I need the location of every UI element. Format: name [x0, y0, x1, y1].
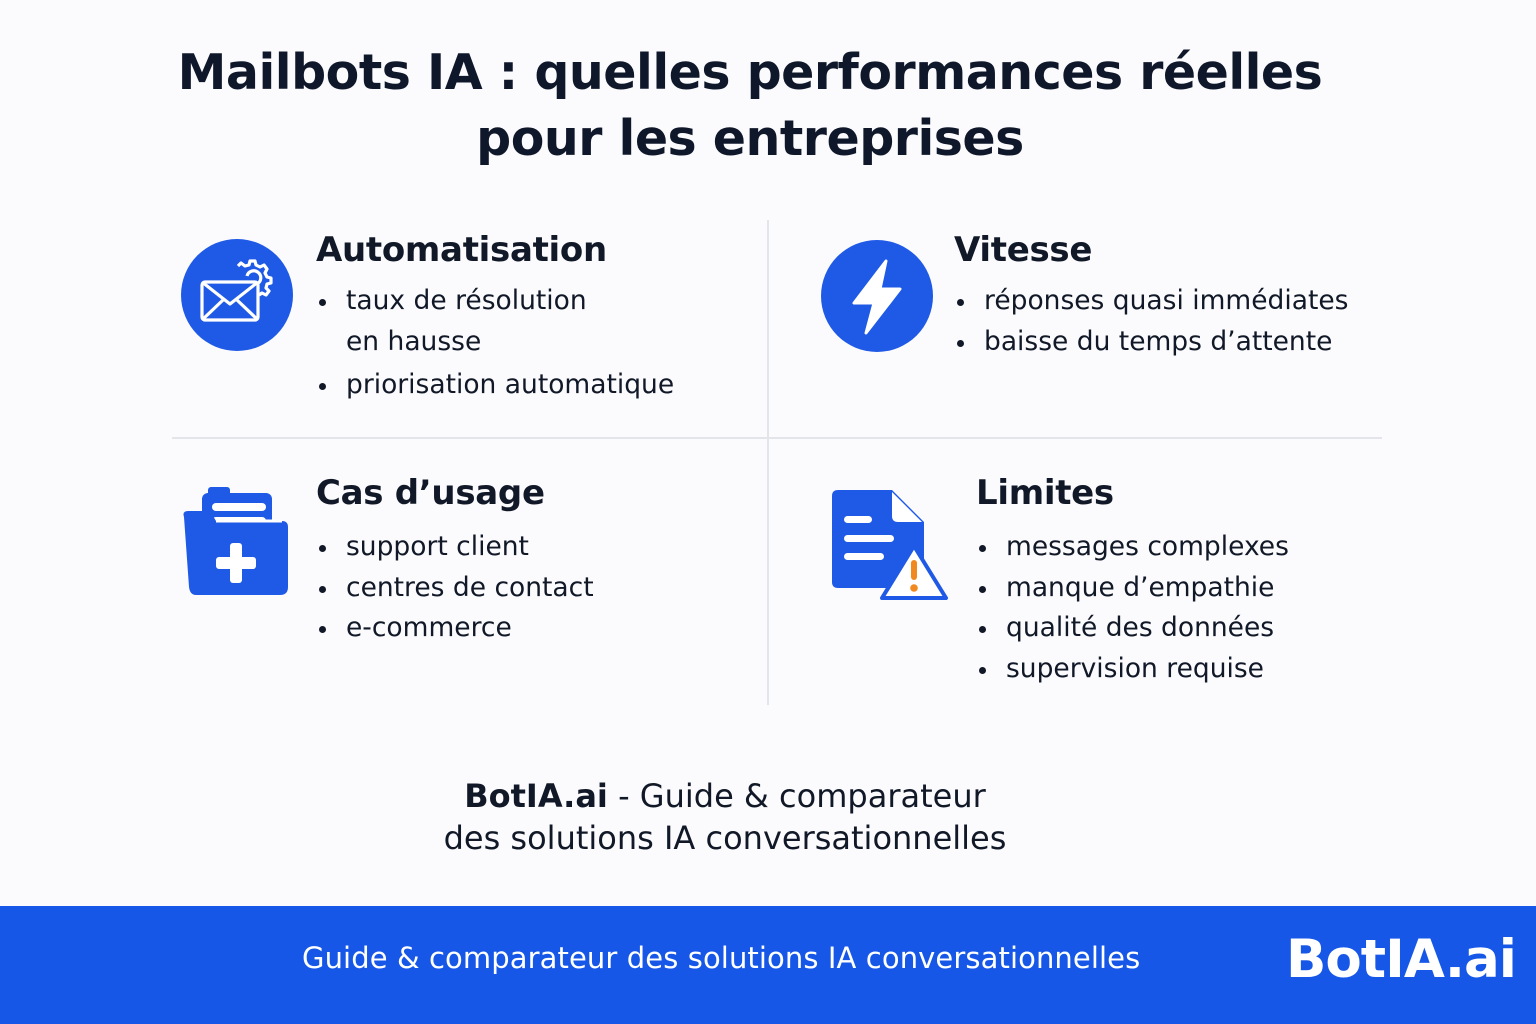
section-vitesse: Vitesse réponses quasi immédiates baisse… [954, 230, 1348, 362]
vertical-divider [767, 220, 769, 705]
list-item: baisse du temps d’attente [954, 322, 1348, 363]
section-automatisation: Automatisation taux de résolution en hau… [316, 230, 674, 406]
title-line-1: Mailbots IA : quelles performances réell… [177, 44, 1323, 101]
list-item: supervision requise [976, 649, 1289, 690]
section-heading: Limites [976, 473, 1114, 513]
section-limites: Limites messages complexes manque d’empa… [976, 473, 1289, 689]
horizontal-divider [172, 437, 1382, 439]
document-warning-icon [832, 490, 950, 608]
footer-brand-logo: BotIA.ai [1286, 929, 1517, 990]
folder-plus-icon [182, 487, 290, 603]
list-item: priorisation automatique [316, 365, 674, 406]
tagline-text-1: - Guide & comparateur [607, 777, 986, 815]
list-item: e-commerce [316, 608, 594, 649]
list-item: qualité des données [976, 608, 1289, 649]
mail-gear-icon [180, 238, 294, 356]
list-item: réponses quasi immédiates [954, 281, 1348, 322]
tagline-brand: BotIA.ai [464, 777, 608, 815]
section-heading: Automatisation [316, 230, 607, 270]
section-heading: Cas d’usage [316, 473, 545, 513]
title-line-2: pour les entreprises [476, 110, 1024, 167]
tagline-text-2: des solutions IA conversationnelles [443, 819, 1007, 857]
list-item: messages complexes [976, 527, 1289, 568]
tagline: BotIA.ai - Guide & comparateur des solut… [0, 775, 1450, 859]
lightning-bolt-icon [820, 239, 934, 357]
section-cas-usage: Cas d’usage support client centres de co… [316, 473, 594, 649]
list-item: manque d’empathie [976, 568, 1289, 609]
list-item: taux de résolution en hausse [316, 281, 674, 362]
footer-band-text: Guide & comparateur des solutions IA con… [302, 941, 1141, 975]
list-item: support client [316, 527, 594, 568]
list-item: centres de contact [316, 568, 594, 609]
section-heading: Vitesse [954, 230, 1093, 270]
footer-band [0, 906, 1536, 1024]
page-title: Mailbots IA : quelles performances réell… [0, 40, 1500, 172]
